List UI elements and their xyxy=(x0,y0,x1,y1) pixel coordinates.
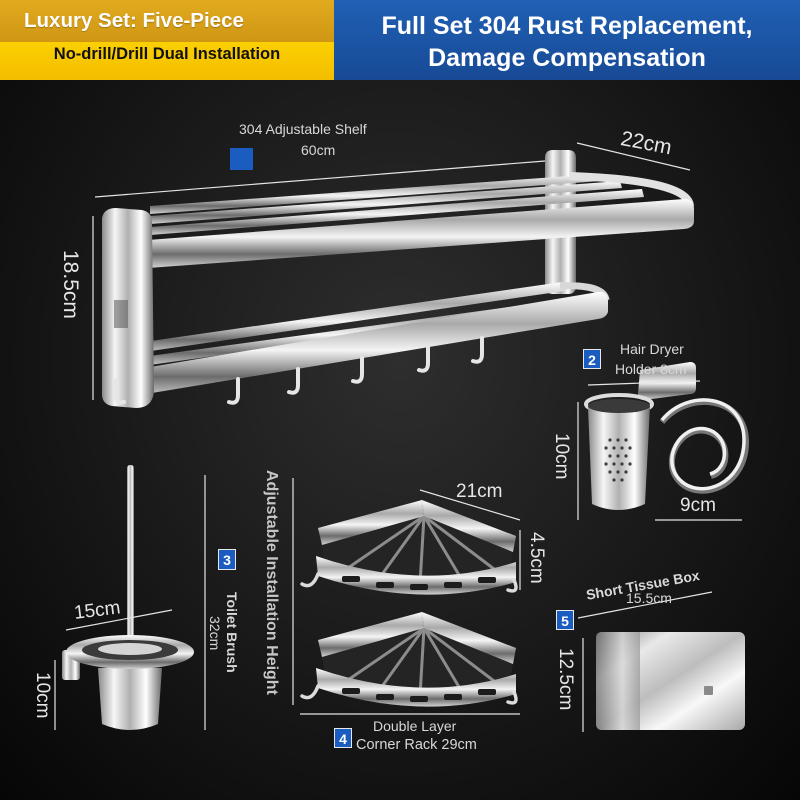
corner-rack-front-rim xyxy=(316,556,516,595)
shelf-lower-front-rail xyxy=(120,291,608,398)
corner-rack-rim-slots xyxy=(342,688,496,702)
shelf-height-label: 18.5cm xyxy=(59,250,82,319)
toilet-brush-badge: 3 xyxy=(218,549,236,570)
dryer-holder-height-label: 10cm xyxy=(551,433,572,480)
toilet-brush-cup xyxy=(98,668,162,730)
corner-rack-hooks xyxy=(300,572,518,593)
corner-rack-front-rim xyxy=(316,668,516,707)
tissue-box-emblem xyxy=(704,686,713,695)
corner-rack-floor-ribs xyxy=(341,514,499,585)
dryer-holder-wall-plate xyxy=(638,362,696,400)
shelf-top-front-rail xyxy=(148,199,694,268)
shelf-hook xyxy=(471,336,484,364)
banner-guarantee-line-1: Full Set 304 Rust Replacement, xyxy=(381,12,753,40)
corner-rack-floor-ribs xyxy=(341,626,499,697)
shelf-hook xyxy=(287,367,300,395)
shelf-top-back-bar-2 xyxy=(150,181,622,224)
tissue-box-image xyxy=(596,632,745,730)
banner-left-top-band xyxy=(0,0,334,42)
shelf-hook xyxy=(114,378,126,405)
corner-rack-back-left-wall xyxy=(318,500,424,545)
shelf-depth-line xyxy=(576,142,691,171)
hair-dryer-holder-image xyxy=(584,362,750,510)
shelf-hooks xyxy=(114,336,484,405)
shelf-width-label: 60cm xyxy=(301,142,336,158)
shelf-width-line xyxy=(94,160,546,198)
shelf-left-bracket-logo xyxy=(114,300,128,328)
dryer-holder-badge: 2 xyxy=(583,349,601,369)
dryer-holder-cup-opening xyxy=(588,399,650,413)
dimension-lines xyxy=(54,142,742,732)
dryer-holder-name-line-2: Holder 8cm xyxy=(615,361,687,377)
toilet-brush-handle xyxy=(127,465,134,647)
corner-rack-name-line-1: Double Layer xyxy=(373,718,457,734)
corner-rack-lower-image xyxy=(300,612,518,707)
corner-rack-name-line-2: Corner Rack 29cm xyxy=(356,737,477,753)
banner-left-bottom-band xyxy=(0,42,334,80)
shelf-hook xyxy=(227,377,240,405)
shelf-name-label: 304 Adjustable Shelf xyxy=(239,121,367,137)
shelf-top-back-bar-1 xyxy=(150,174,600,214)
corner-rack-hooks xyxy=(300,684,518,705)
corner-rack-floor xyxy=(322,516,513,580)
corner-rack-back-right-wall xyxy=(422,612,516,664)
tissue-box-width-label: 15.5cm xyxy=(626,590,672,606)
tissue-box-badge: 5 xyxy=(556,610,574,630)
toilet-brush-height-label: 10cm xyxy=(32,672,53,719)
corner-rack-badge: 4 xyxy=(334,728,352,748)
adjustable-towel-shelf-image xyxy=(102,150,694,408)
toilet-brush-image xyxy=(62,465,194,730)
corner-rack-height-note: Adjustable Installation Height xyxy=(263,470,280,695)
toilet-brush-length-label: 32cm xyxy=(207,616,223,651)
corner-rack-rim-slots xyxy=(342,576,496,590)
toilet-brush-name-label: Toilet Brush xyxy=(224,592,240,673)
banner-left: Luxury Set: Five-Piece No-drill/Drill Du… xyxy=(0,0,334,80)
tissue-box-side-shading xyxy=(596,632,640,730)
corner-rack-depth-label: 4.5cm xyxy=(526,532,547,584)
shelf-hook xyxy=(351,356,364,384)
banner-right: Full Set 304 Rust Replacement, Damage Co… xyxy=(334,0,800,80)
dryer-holder-depth-line xyxy=(587,380,701,386)
shelf-badge xyxy=(230,148,253,170)
dryer-holder-perforations xyxy=(604,438,632,482)
shelf-top-back-bar-3 xyxy=(150,189,644,235)
toilet-brush-head xyxy=(98,643,162,655)
toilet-brush-width-line xyxy=(65,609,173,631)
corner-rack-upper-image xyxy=(300,500,518,595)
corner-rack-floor xyxy=(322,628,513,692)
shelf-lower-back-rail xyxy=(130,282,564,354)
corner-rack-width-label: 21cm xyxy=(456,481,503,502)
corner-rack-width-line xyxy=(419,489,521,521)
dryer-holder-width-label: 9cm xyxy=(680,495,716,516)
tissue-box-height-label: 12.5cm xyxy=(555,648,576,711)
banner-installation-note: No-drill/Drill Dual Installation xyxy=(53,45,281,63)
banner-set-title: Luxury Set: Five-Piece xyxy=(24,9,244,32)
tissue-box-width-line xyxy=(577,591,713,619)
banner-guarantee-line-2: Damage Compensation xyxy=(428,44,706,72)
dryer-holder-cup xyxy=(588,406,650,510)
corner-rack-back-right-wall xyxy=(422,500,516,552)
shelf-hook xyxy=(417,345,430,373)
dryer-holder-name-line-1: Hair Dryer xyxy=(620,341,684,357)
corner-rack-back-left-wall xyxy=(318,612,424,657)
dryer-holder-spiral xyxy=(660,398,746,491)
